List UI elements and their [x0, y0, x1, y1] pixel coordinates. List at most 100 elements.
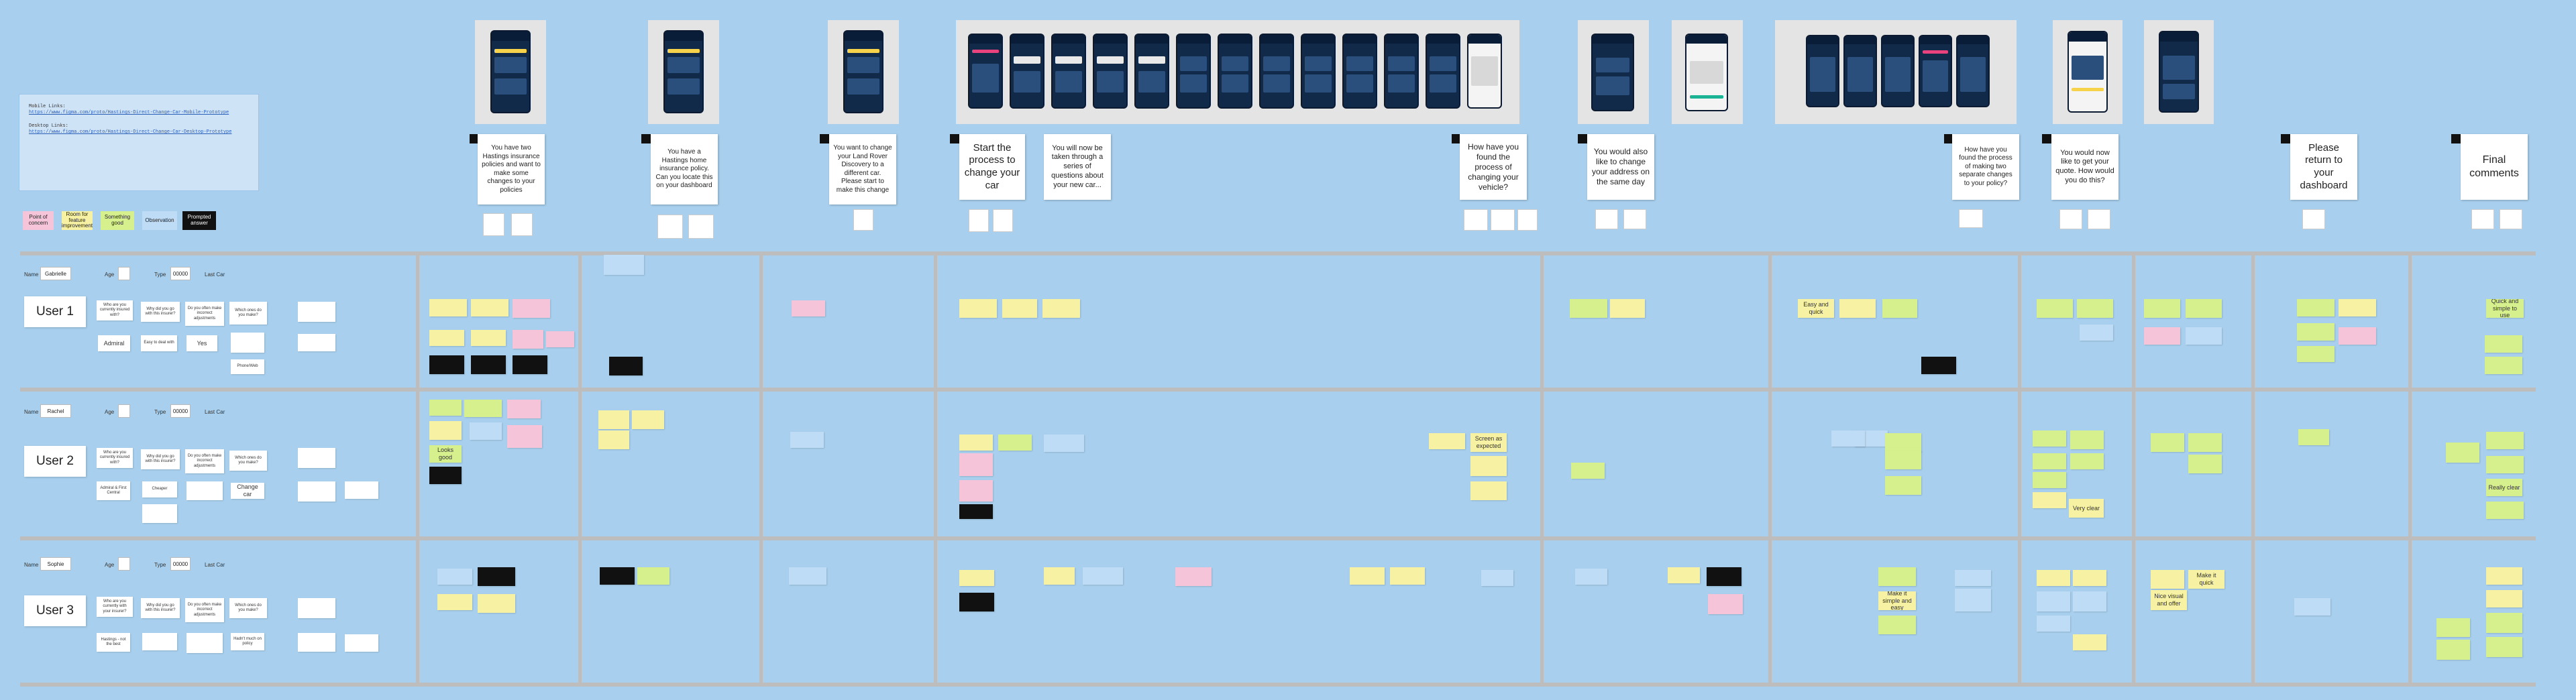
feedback-note — [437, 594, 472, 610]
feedback-note — [2037, 299, 2073, 318]
feedback-note — [1481, 570, 1513, 586]
task-marker — [1944, 134, 1953, 143]
feedback-note — [1708, 594, 1743, 614]
phone-mockup — [1259, 34, 1294, 109]
phone-mockup — [663, 30, 704, 113]
feedback-note — [2339, 299, 2376, 316]
user-label: User 3 — [24, 595, 86, 626]
feedback-note — [1570, 299, 1607, 318]
feedback-note — [2033, 430, 2066, 447]
comment-note — [345, 634, 378, 652]
column-divider — [2018, 251, 2021, 686]
feedback-note — [2151, 570, 2184, 589]
feedback-note — [1470, 481, 1507, 500]
task-card-2: You have a Hastings home insurance polic… — [651, 134, 718, 205]
comment-note — [298, 334, 335, 351]
feedback-note — [2077, 299, 2113, 318]
answer-note: Yes — [186, 335, 217, 351]
feedback-note — [2080, 325, 2113, 341]
feedback-note — [1831, 430, 1865, 447]
name-label: Name — [24, 409, 39, 415]
answer-note: Admiral & First Central — [97, 481, 130, 500]
feedback-note — [546, 331, 574, 347]
feedback-note — [637, 567, 669, 585]
question-note: Which ones do you make? — [229, 598, 267, 618]
feedback-note — [2486, 502, 2524, 519]
feedback-note — [2446, 443, 2479, 463]
screen-frame-flow — [956, 20, 1519, 124]
highlight-note: Screen as expected — [1470, 433, 1507, 452]
feedback-note — [598, 430, 629, 449]
highlight-note: Make it simple and easy — [1878, 591, 1916, 610]
phone-mockup — [1342, 34, 1377, 109]
feedback-note — [1429, 433, 1465, 449]
feedback-note — [604, 255, 644, 275]
task-card-8: How have you found the process of making… — [1952, 134, 2019, 200]
feedback-note — [507, 400, 541, 418]
age-label: Age — [105, 272, 115, 278]
desktop-prototype-link[interactable]: https://www.figma.com/proto/Hastings-Dir… — [29, 129, 232, 135]
car-label: Last Car — [205, 272, 225, 278]
phone-mockup — [2159, 31, 2199, 113]
answer-note — [142, 504, 177, 523]
feedback-note — [429, 299, 467, 316]
name-label: Name — [24, 272, 39, 278]
feedback-note — [471, 299, 508, 316]
feedback-note — [2297, 299, 2334, 316]
feedback-note — [2486, 613, 2522, 633]
prompted-note — [429, 467, 462, 484]
feedback-note — [1175, 567, 1212, 586]
highlight-note: Easy and quick — [1798, 299, 1834, 318]
feedback-note — [437, 569, 472, 585]
age-field — [118, 404, 130, 418]
task-marker — [2451, 134, 2461, 143]
screen-frame-3 — [828, 20, 899, 124]
feedback-note — [2436, 618, 2470, 637]
feedback-note — [478, 594, 515, 613]
screen-frame-address — [1578, 20, 1649, 124]
feedback-note — [2485, 357, 2522, 374]
name-field: Rachel — [40, 404, 71, 418]
feedback-note — [1042, 299, 1080, 318]
feedback-note — [598, 410, 629, 429]
type-field: 00000 — [170, 267, 191, 280]
type-label: Type — [154, 409, 166, 415]
type-label: Type — [154, 272, 166, 278]
card-note — [1595, 209, 1618, 229]
feedback-note — [1878, 616, 1916, 634]
question-note: Who are you currently with your insurer? — [97, 597, 133, 617]
feedback-note — [1044, 434, 1084, 452]
feedback-note — [1470, 456, 1507, 476]
feedback-note — [959, 453, 993, 476]
task-marker — [820, 134, 829, 143]
answer-note: Change car — [231, 483, 264, 499]
column-divider — [2408, 251, 2412, 686]
feedback-note — [2297, 346, 2334, 362]
feedback-note — [1882, 299, 1917, 318]
task-card-3: You want to change your Land Rover Disco… — [829, 134, 896, 205]
phone-mockup — [1426, 34, 1460, 109]
feedback-note — [2073, 634, 2106, 650]
feedback-note — [2073, 591, 2106, 611]
feedback-note — [1955, 570, 1991, 586]
column-divider — [1540, 251, 1544, 686]
task-marker — [950, 134, 959, 143]
screen-frame-1 — [475, 20, 546, 124]
column-divider — [578, 251, 582, 686]
answer-note: Hadn't much on policy — [231, 633, 264, 650]
card-note — [2500, 209, 2522, 229]
card-note — [993, 209, 1013, 232]
feedback-note — [1878, 567, 1916, 586]
column-divider — [2251, 251, 2255, 686]
feedback-note — [2037, 616, 2070, 632]
card-note — [483, 213, 504, 236]
highlight-note: Looks good — [429, 445, 462, 463]
task-marker — [2281, 134, 2290, 143]
mobile-prototype-link[interactable]: https://www.figma.com/proto/Hastings-Dir… — [29, 110, 229, 116]
answer-note: Phone/Web — [231, 359, 264, 374]
feedback-note — [513, 330, 543, 349]
screen-frame-address-2 — [1672, 20, 1743, 124]
task-card-6: How have you found the process of changi… — [1460, 134, 1527, 200]
feedback-note — [471, 330, 506, 346]
feedback-note — [2486, 590, 2522, 607]
